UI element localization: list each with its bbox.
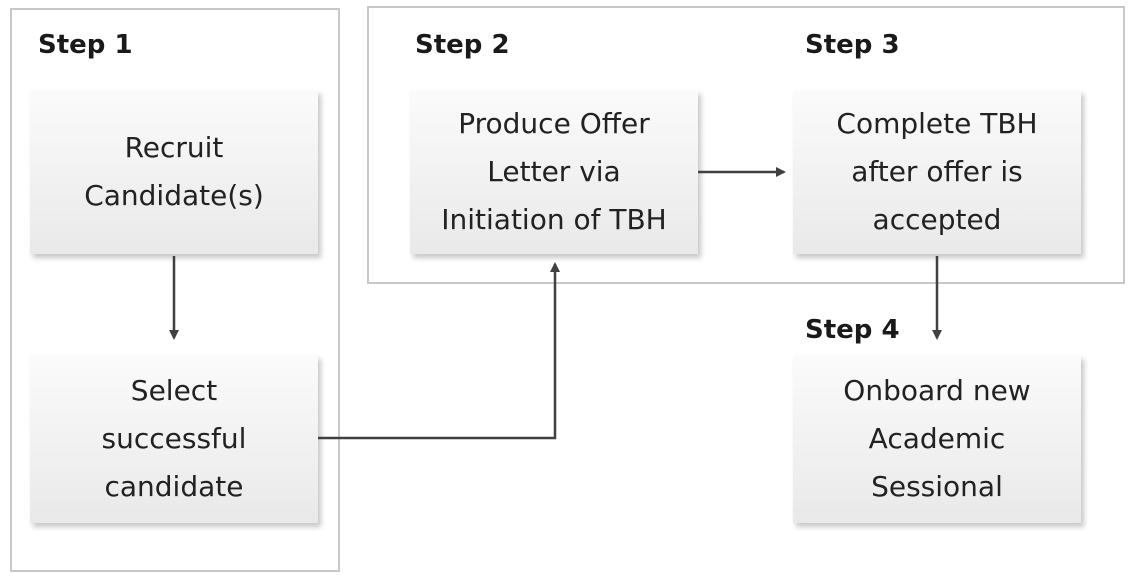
recruit-candidates-box: Recruit Candidate(s) [30, 90, 318, 254]
step-4-label: Step 4 [805, 315, 900, 345]
recruit-candidates-text: Recruit Candidate(s) [84, 131, 264, 212]
onboard-sessional-text: Onboard new Academic Sessional [843, 374, 1031, 503]
complete-tbh-text: Complete TBH after offer is accepted [836, 107, 1038, 236]
complete-tbh-box: Complete TBH after offer is accepted [793, 90, 1081, 254]
select-candidate-text: Select successful candidate [101, 374, 247, 503]
select-candidate-box: Select successful candidate [30, 355, 318, 523]
onboard-sessional-box: Onboard new Academic Sessional [793, 355, 1081, 523]
produce-offer-letter-box: Produce Offer Letter via Initiation of T… [410, 90, 698, 254]
arrow-select-to-offer [318, 262, 560, 440]
produce-offer-letter-text: Produce Offer Letter via Initiation of T… [441, 107, 667, 236]
step-3-label: Step 3 [805, 30, 900, 60]
step-2-label: Step 2 [415, 30, 510, 60]
step-1-label: Step 1 [38, 30, 133, 60]
